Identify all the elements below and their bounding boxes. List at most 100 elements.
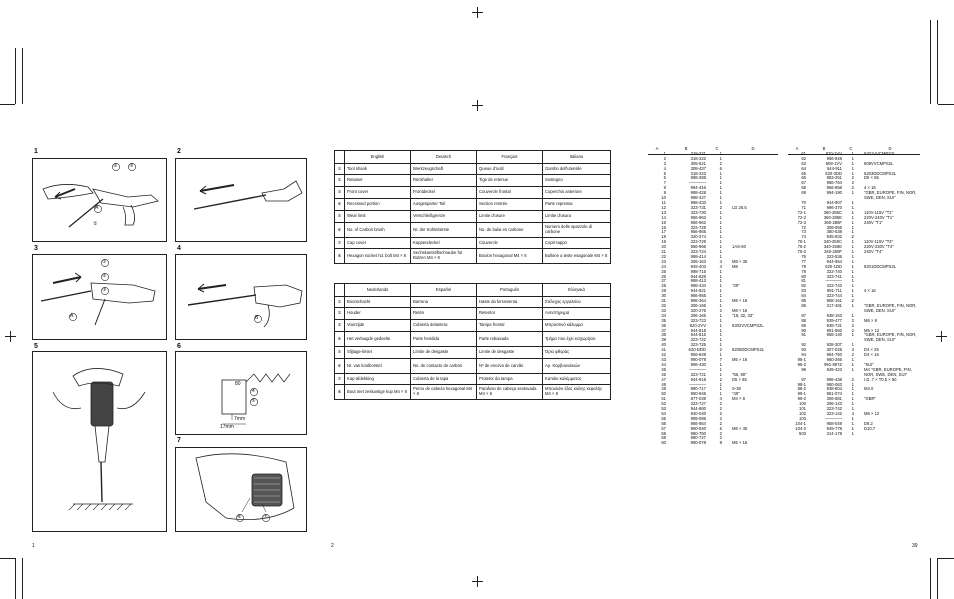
part-index: 64 [801, 165, 806, 171]
part-number: 980-727 [690, 435, 706, 441]
part-remarks: "18, 32, 33" [732, 312, 754, 318]
part-quantity: 1 [719, 234, 722, 240]
part-remarks: 240V "T4" [864, 249, 883, 255]
part-remarks: 4 × 16 [864, 185, 876, 191]
part-index: 34 [661, 312, 666, 318]
row-number: ① [334, 163, 345, 175]
part-index: 102 [799, 410, 806, 416]
part-remarks: M4 "GBR, EUROPE, FIN, NOR, SWE, DEN, SUI… [864, 366, 912, 377]
table-cell: Numero delle spazzole di carbone [542, 222, 611, 238]
part-quantity: 1 [851, 415, 854, 421]
table-row: 81————1 [788, 279, 920, 284]
part-quantity: 2 [851, 175, 854, 181]
part-number: 991-711 [826, 288, 842, 294]
part-index: 45 [661, 366, 666, 372]
part-number: 980-717 [690, 386, 706, 392]
part-index: 36 [661, 322, 666, 328]
part-number: 340-259C [823, 239, 842, 245]
part-number: 944-907 [826, 199, 842, 205]
table-cell: Limite de desgaste [476, 346, 543, 359]
table-cell: Αντιστήριγμα [542, 307, 611, 320]
part-quantity: 6 [719, 165, 722, 171]
part-quantity: 1 [851, 273, 854, 279]
header-portugues: Português [476, 283, 543, 297]
part-index: 91 [801, 332, 806, 338]
part-number: 323-741 [826, 273, 842, 279]
part-index: 53 [661, 406, 666, 412]
table-row: 45————1 [648, 366, 778, 373]
part-number: 323-730 [690, 209, 706, 215]
table-cell: Tool shank [344, 163, 411, 175]
part-number: 360-286C [823, 209, 842, 215]
part-number: 323-728 [690, 224, 706, 230]
part-quantity: 1 [719, 229, 722, 235]
table-cell: Sechskantstiftschraube für Bolzen M4 × 8 [410, 248, 477, 264]
part-remarks: "56, 69" [732, 371, 747, 377]
table-cell: Gambo dell'utensile [542, 163, 611, 175]
part-number: 956-962 [690, 219, 706, 225]
part-quantity: 4 [851, 410, 854, 416]
part-index: 82 [801, 283, 806, 289]
row-number: ③ [334, 186, 345, 199]
part-quantity: 2 [851, 376, 854, 382]
part-index: 7 [663, 180, 666, 186]
part-remarks: M8 × 35 [732, 258, 748, 264]
part-remarks: D5 × 65 [732, 376, 747, 382]
figure-5-panel [32, 351, 167, 532]
part-quantity: 1 [719, 298, 722, 304]
part-number: ———— [825, 278, 842, 284]
table-cell: Στέλεχος εργαλείου [542, 296, 611, 308]
part-number: 956-864 [690, 420, 706, 426]
part-number: 620-1DD [825, 263, 842, 269]
part-index: 30 [661, 293, 666, 299]
part-number: 877-039 [690, 396, 706, 402]
part-number: 998-364 [690, 298, 706, 304]
part-remarks: D8.2 [864, 420, 873, 426]
part-index: 49 [661, 386, 666, 392]
part-remarks: M5 × 16 [732, 356, 748, 362]
figure-number-2: 2 [177, 148, 181, 155]
table-cell: Slijtage-limiet [344, 346, 411, 359]
part-quantity: 1 [851, 209, 854, 215]
part-quantity: 2 [719, 401, 722, 407]
part-quantity: 1 [719, 342, 722, 348]
part-quantity: 1 [851, 356, 854, 362]
figure-number-5: 5 [34, 343, 38, 350]
part-remarks: M4.0 [864, 386, 874, 392]
part-index: 75-2 [797, 244, 806, 250]
part-remarks: M5 × 16 [732, 440, 748, 446]
parts-header-d: D [751, 146, 755, 151]
part-quantity: 1 [719, 278, 722, 284]
table-cell: Boorschacht [344, 296, 411, 308]
header-deutsch: Deutsch [410, 150, 477, 164]
table-cell: Bout met zeskantige kop M4 × 8 [344, 384, 411, 400]
part-index: 61 [801, 150, 806, 156]
part-quantity: 2 [851, 317, 854, 323]
part-index: 79 [801, 268, 806, 274]
part-index: 17 [661, 229, 666, 235]
part-index: 77 [801, 258, 806, 264]
part-number: 608-1VV [825, 160, 842, 166]
table-cell: Kap-afdekking [344, 373, 411, 385]
row-number: ⑤ [334, 346, 345, 359]
part-number: 996-438 [826, 376, 842, 382]
figure-number-1: 1 [34, 148, 38, 155]
part-quantity: 1 [719, 273, 722, 279]
part-remarks: 608VVCMPS2L [864, 160, 894, 166]
